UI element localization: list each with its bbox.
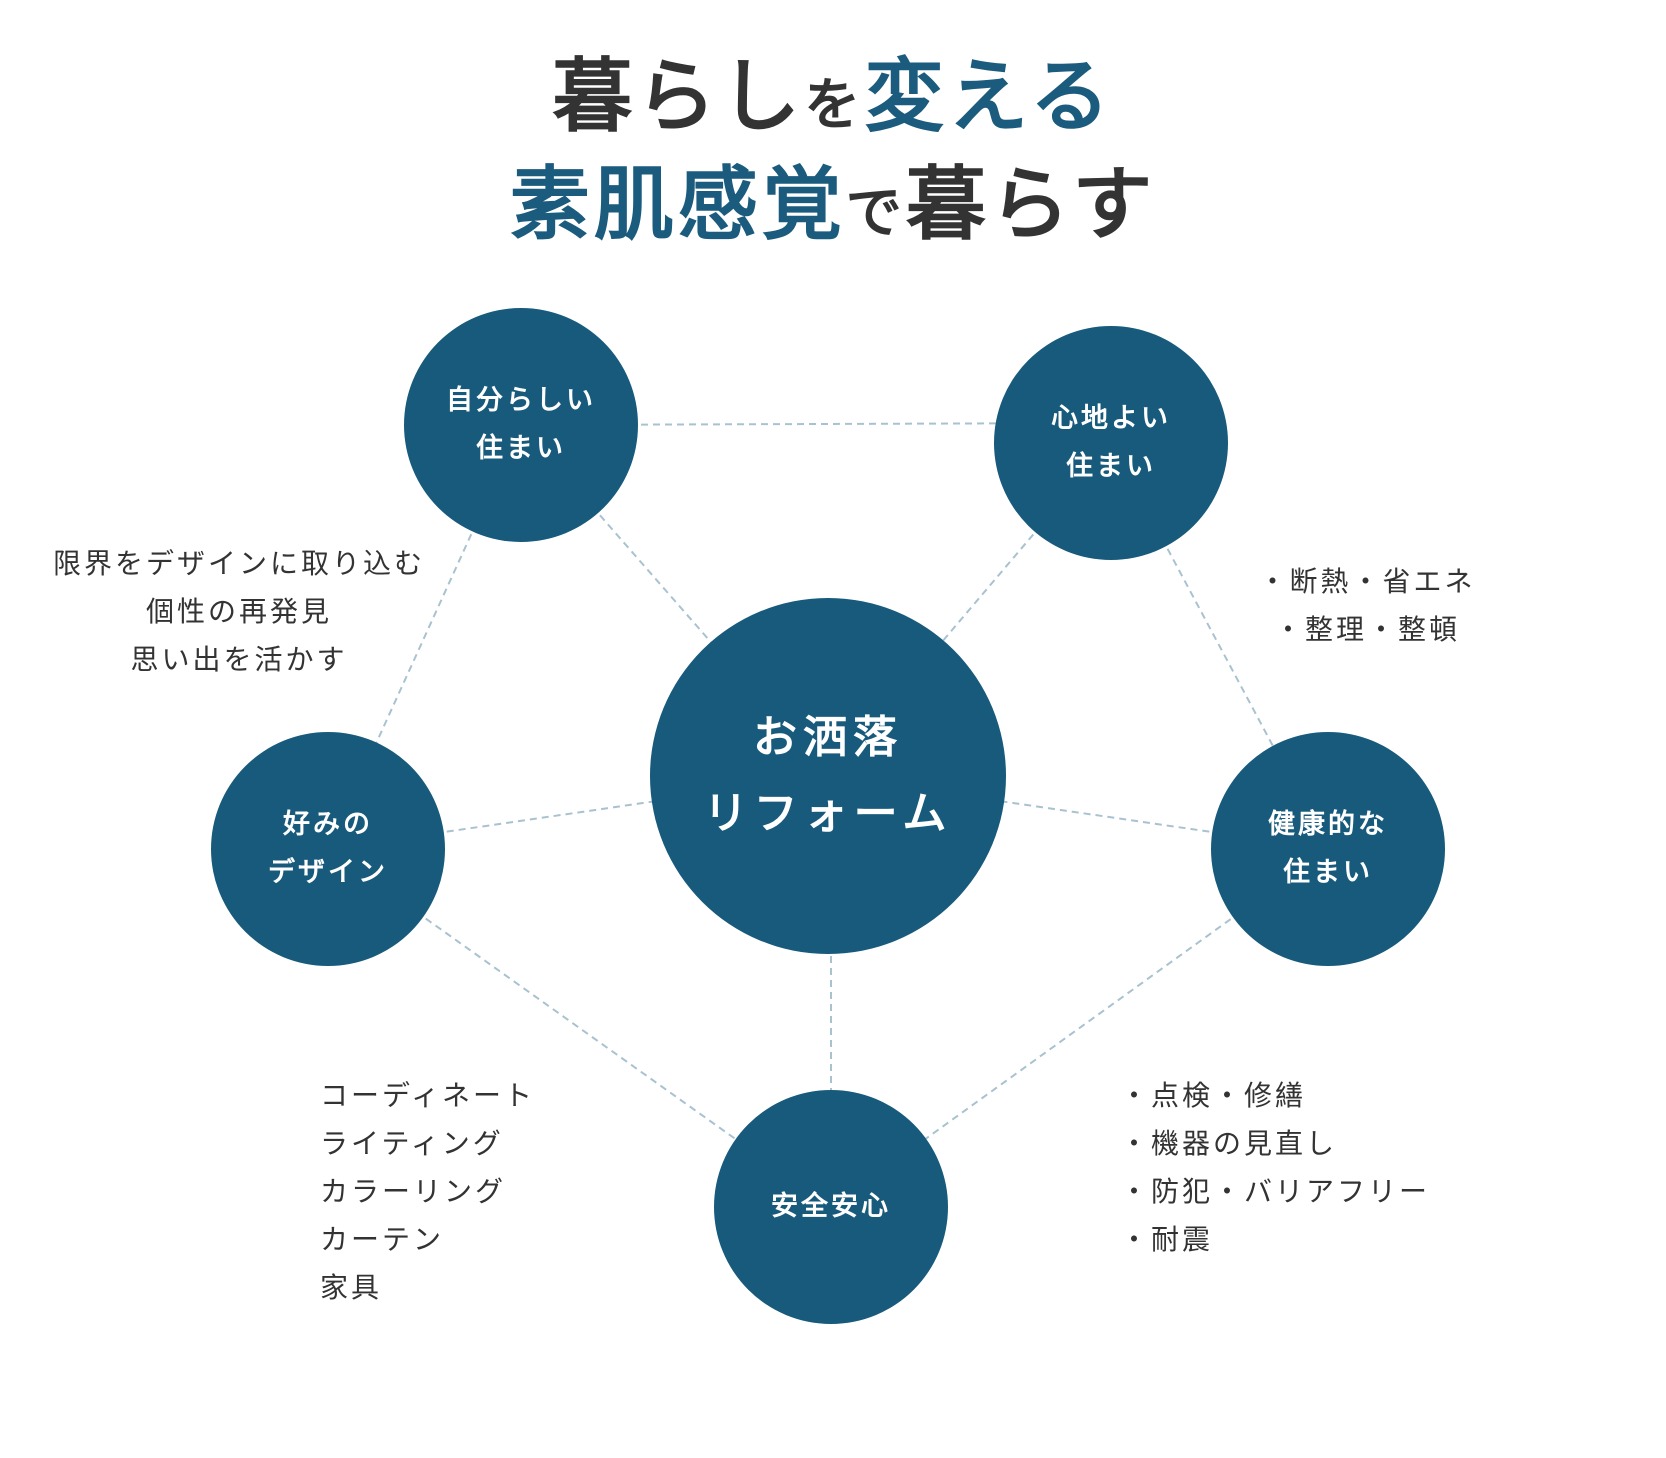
note-item: 個性の再発見 [145, 595, 332, 628]
title-line-2: 素肌感覚で暮らす [0, 164, 1666, 244]
note-item: ライティング [320, 1127, 504, 1160]
title-text: 暮らし [552, 49, 805, 143]
node-label: リフォーム [703, 788, 953, 839]
note-item: 家具 [320, 1271, 383, 1304]
note-item: ・機器の見直し [1120, 1127, 1338, 1160]
node-label: 好みの [283, 809, 373, 840]
center-node-stylish-reform: お洒落 リフォーム [650, 598, 1006, 954]
note-item: 限界をデザインに取り込む [52, 547, 425, 580]
note-item: 思い出を活かす [130, 643, 348, 676]
node-label: 心地よい [1051, 403, 1171, 434]
node-label: 自分らしい [446, 385, 596, 416]
node-design: 好みの デザイン [211, 732, 445, 966]
node-label: 住まい [1066, 451, 1156, 482]
node-label: 住まい [1283, 857, 1373, 888]
note-item: ・耐震 [1120, 1223, 1214, 1256]
node-label: 安全安心 [771, 1191, 891, 1222]
title-line-1: 暮らしを変える [0, 56, 1666, 136]
node-label: お洒落 [753, 712, 903, 763]
node-comfort-home: 心地よい 住まい [994, 326, 1228, 560]
note-item: ・防犯・バリアフリー [1120, 1175, 1431, 1208]
node-health-home: 健康的な 住まい [1211, 732, 1445, 966]
title-accent-text: 変える [864, 49, 1114, 143]
node-label: 健康的な [1268, 809, 1388, 840]
title-text: を [804, 72, 865, 138]
note-item: ・整理・整頓 [1273, 613, 1460, 646]
note-comfort: ・断熱・省エネ ・整理・整頓 [1227, 558, 1507, 654]
title-text: で [845, 180, 906, 246]
node-safety: 安全安心 [714, 1090, 948, 1324]
note-safety: ・点検・修繕 ・機器の見直し ・防犯・バリアフリー ・耐震 [1120, 1072, 1430, 1264]
note-item: ・点検・修繕 [1120, 1079, 1307, 1112]
node-self-home: 自分らしい 住まい [404, 308, 638, 542]
note-design: コーディネート ライティング カラーリング カーテン 家具 [320, 1072, 535, 1312]
note-self: 限界をデザインに取り込む 個性の再発見 思い出を活かす [39, 540, 439, 684]
node-label: デザイン [268, 857, 388, 888]
note-item: ・断熱・省エネ [1258, 565, 1476, 598]
note-item: コーディネート [320, 1079, 536, 1112]
node-label: 住まい [476, 433, 566, 464]
note-item: カラーリング [320, 1175, 507, 1208]
title-accent-text: 素肌感覚 [509, 157, 846, 251]
note-item: カーテン [320, 1223, 445, 1256]
title-text: 暮らす [905, 157, 1157, 251]
